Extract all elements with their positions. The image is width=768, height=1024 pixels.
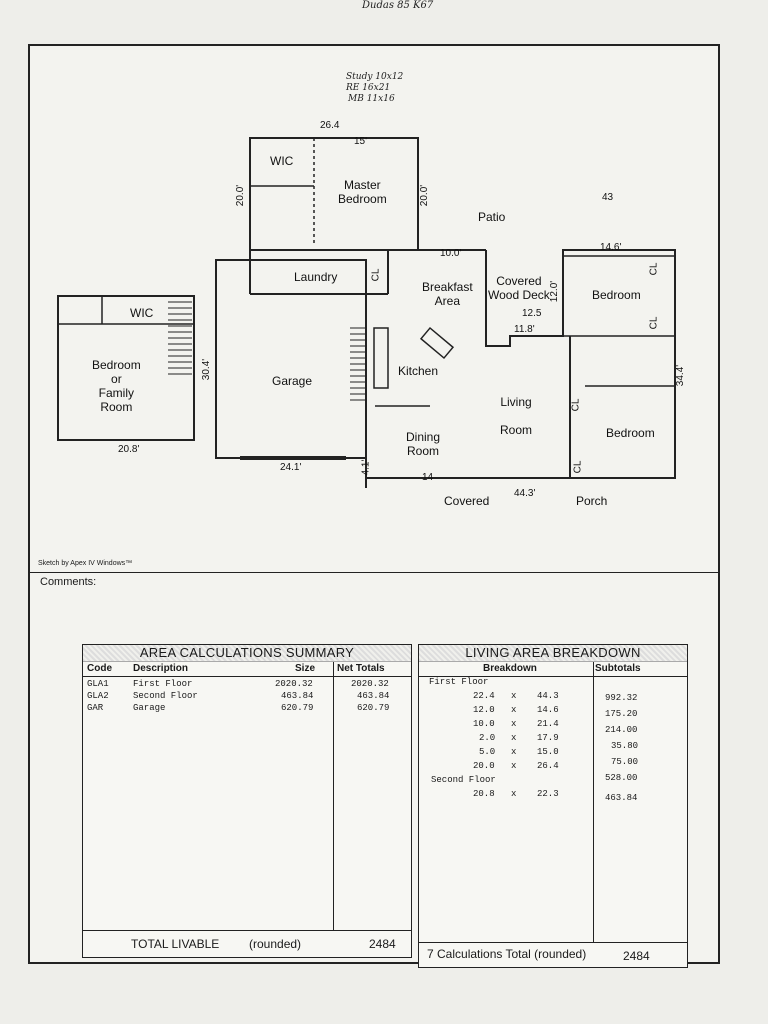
room-cl-laundry: CL xyxy=(370,268,382,282)
calculations-total-value: 2484 xyxy=(623,949,650,963)
dim-14: 14 xyxy=(422,472,434,483)
dim-12-5: 12.5 xyxy=(522,308,542,319)
room-laundry: Laundry xyxy=(294,270,338,284)
garage-outline xyxy=(215,259,367,459)
area-hdr-size: Size xyxy=(295,663,316,674)
living-hdr-breakdown: Breakdown xyxy=(483,663,537,674)
comments-label: Comments: xyxy=(40,576,97,588)
sketch-credit: Sketch by Apex IV Windows™ xyxy=(38,560,133,567)
area-hdr-net: Net Totals xyxy=(337,663,385,674)
room-wic-second: WIC xyxy=(130,306,154,320)
dim-15: 15' xyxy=(354,136,368,147)
living-breakdown-title: LIVING AREA BREAKDOWN xyxy=(419,645,687,662)
second-floor-label: Second Floor xyxy=(431,775,496,785)
handwritten-mb: MB 11x16 xyxy=(348,94,395,104)
calculations-total-label: 7 Calculations Total (rounded) xyxy=(427,947,587,961)
area-hdr-code: Code xyxy=(87,663,112,674)
section-divider xyxy=(30,572,720,573)
dim-30-4: 30.4' xyxy=(201,358,213,381)
floor-plan-lines xyxy=(57,137,676,488)
room-cl-living: CL xyxy=(570,398,582,412)
second-floor-outline xyxy=(57,295,195,441)
room-porch: Porch xyxy=(576,494,608,508)
dim-12: 12.0' xyxy=(549,280,561,303)
room-covered: Covered xyxy=(444,494,490,508)
appraisal-sketch-page: Study 10x12 RE 16x21 MB 11x16 WIC Master… xyxy=(28,44,720,968)
room-bedroom-e: Bedroom xyxy=(606,426,655,440)
handwritten-study: Study 10x12 xyxy=(346,72,404,82)
dim-14-6: 14.6' xyxy=(600,242,622,253)
living-area-breakdown: LIVING AREA BREAKDOWN Breakdown Subtotal… xyxy=(418,644,688,968)
room-garage: Garage xyxy=(272,374,313,388)
living-hdr-subtotals: Subtotals xyxy=(595,663,641,674)
dim-20-left: 20.0' xyxy=(235,184,247,207)
dim-26-4: 26.4 xyxy=(320,120,340,131)
dim-24-1: 24.1' xyxy=(280,462,302,473)
handwritten-note-top: Dudas 85 K67 xyxy=(362,0,434,11)
room-cl-ne-1: CL xyxy=(648,262,660,276)
dim-11-8: 11.8' xyxy=(514,324,535,335)
dim-20-right: 20.0' xyxy=(419,184,431,207)
dim-43: 43 xyxy=(602,192,614,203)
total-livable-value: 2484 xyxy=(369,937,396,951)
dim-4-1: 4.1' xyxy=(360,459,372,476)
first-floor-label: First Floor xyxy=(429,677,489,687)
dim-34-4: 34.4' xyxy=(675,364,687,387)
room-kitchen: Kitchen xyxy=(398,364,439,378)
room-living-room: Living Room xyxy=(500,395,533,437)
area-summary-title: AREA CALCULATIONS SUMMARY xyxy=(83,645,411,662)
dim-44-3: 44.3' xyxy=(514,488,536,499)
dim-10: 10.0' xyxy=(440,248,462,259)
room-dining-room: Dining Room xyxy=(406,430,441,458)
total-livable-label: TOTAL LIVABLE xyxy=(131,937,220,951)
room-cl-ne-2: CL xyxy=(648,316,660,330)
handwritten-rm2: RE 16x21 xyxy=(346,83,391,93)
room-bedroom-ne: Bedroom xyxy=(592,288,641,302)
room-wic-master: WIC xyxy=(270,154,294,168)
room-cl-bedroom-e: CL xyxy=(572,460,584,474)
total-livable-rounded: (rounded) xyxy=(249,937,302,951)
area-hdr-description: Description xyxy=(133,663,189,674)
floor-plan-sketch: Study 10x12 RE 16x21 MB 11x16 WIC Master… xyxy=(30,46,720,572)
dim-20-8: 20.8' xyxy=(118,444,140,455)
area-calculations-summary: AREA CALCULATIONS SUMMARY Code Descripti… xyxy=(82,644,412,958)
room-patio: Patio xyxy=(478,210,506,224)
room-covered-wood-deck: Covered Wood Deck xyxy=(488,274,550,302)
room-master-bedroom: Master Bedroom xyxy=(338,178,387,206)
room-bedroom-family: Bedroom or Family Room xyxy=(92,358,141,414)
master-block-outline xyxy=(249,137,419,251)
room-breakfast-area: Breakfast Area xyxy=(422,280,473,308)
